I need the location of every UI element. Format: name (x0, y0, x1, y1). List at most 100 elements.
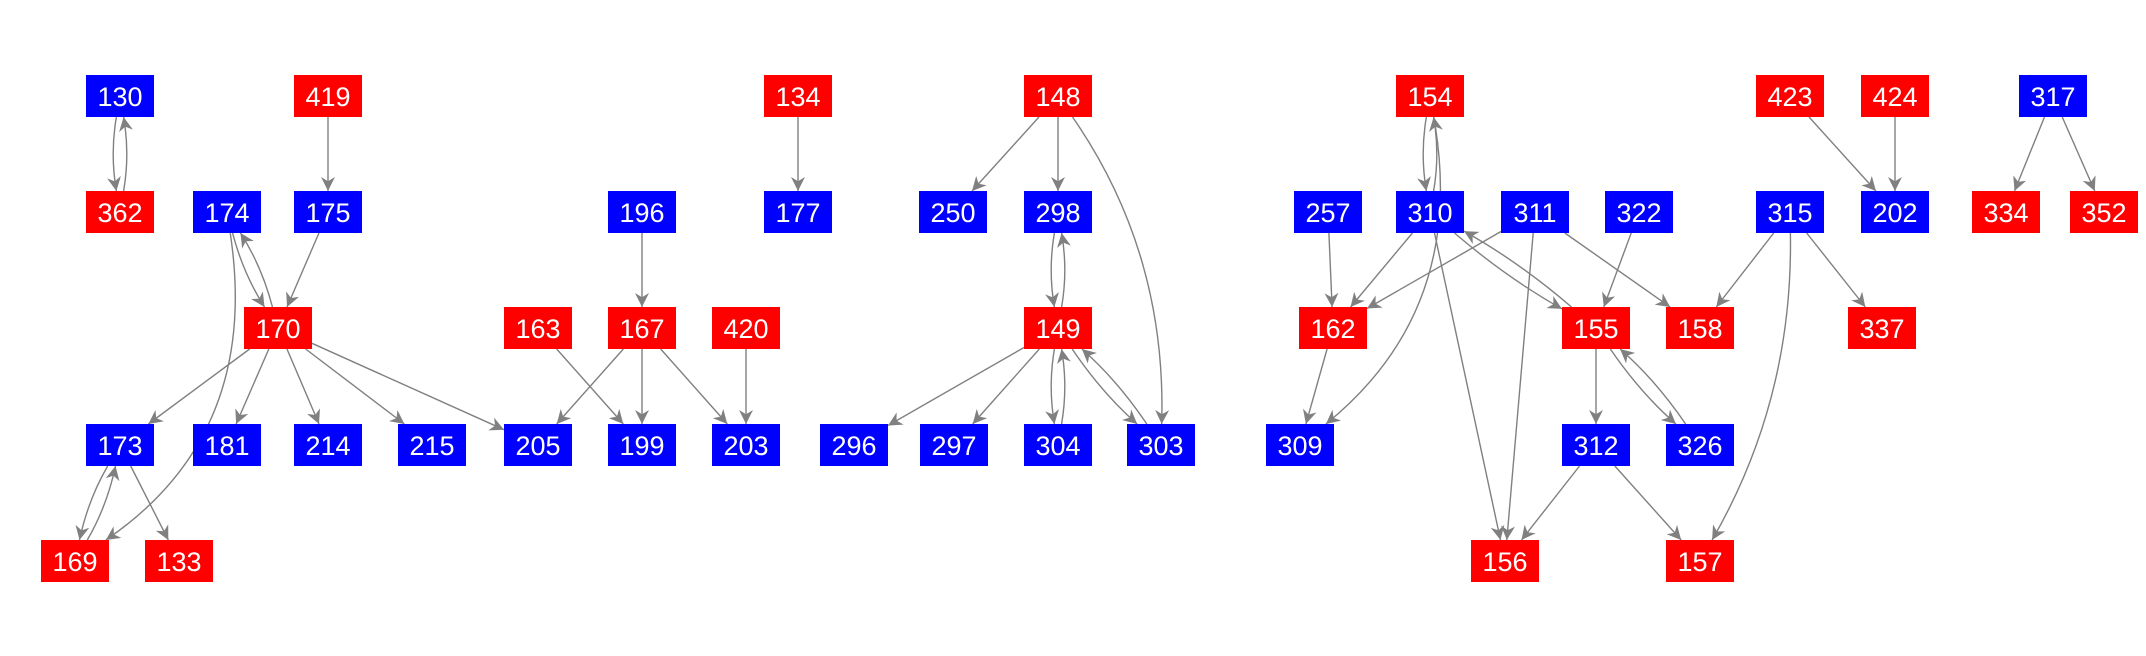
node-box (1861, 75, 1929, 117)
edge-362-to-130 (119, 116, 133, 192)
node-133[interactable]: 133 (145, 540, 213, 582)
node-box (608, 424, 676, 466)
node-173[interactable]: 173 (86, 424, 154, 466)
node-box (1666, 307, 1734, 349)
edge-170-to-215 (305, 348, 405, 425)
node-box (712, 424, 780, 466)
node-label: 310 (1407, 198, 1452, 228)
node-box (504, 424, 572, 466)
node-158[interactable]: 158 (1666, 307, 1734, 349)
node-424[interactable]: 424 (1861, 75, 1929, 117)
node-box (398, 424, 466, 466)
edge-311-to-162 (1366, 230, 1502, 310)
node-box (919, 191, 987, 233)
node-310[interactable]: 310 (1396, 191, 1464, 233)
node-317[interactable]: 317 (2019, 75, 2087, 117)
node-312[interactable]: 312 (1562, 424, 1630, 466)
node-label: 303 (1138, 431, 1183, 461)
node-311[interactable]: 311 (1501, 191, 1569, 233)
node-box (1396, 191, 1464, 233)
edge-149-to-298 (1057, 232, 1071, 308)
node-337[interactable]: 337 (1848, 307, 1916, 349)
node-162[interactable]: 162 (1299, 307, 1367, 349)
node-label: 315 (1767, 198, 1812, 228)
node-157[interactable]: 157 (1666, 540, 1734, 582)
node-label: 167 (619, 314, 664, 344)
edge-149-to-296 (887, 346, 1025, 427)
node-205[interactable]: 205 (504, 424, 572, 466)
node-163[interactable]: 163 (504, 307, 572, 349)
node-148[interactable]: 148 (1024, 75, 1092, 117)
node-130[interactable]: 130 (86, 75, 154, 117)
node-420[interactable]: 420 (712, 307, 780, 349)
node-296[interactable]: 296 (820, 424, 888, 466)
edge-149-to-297 (972, 348, 1040, 425)
node-362[interactable]: 362 (86, 191, 154, 233)
node-214[interactable]: 214 (294, 424, 362, 466)
edge-167-to-203 (660, 348, 728, 425)
node-169[interactable]: 169 (41, 540, 109, 582)
node-315[interactable]: 315 (1756, 191, 1824, 233)
node-297[interactable]: 297 (920, 424, 988, 466)
node-box (1294, 191, 1362, 233)
node-170[interactable]: 170 (244, 307, 312, 349)
nodes-layer: 130 362 419 174 175 170 173 181 214 215 205 169 133 1… (41, 75, 2138, 582)
edge-312-to-156 (1520, 465, 1581, 541)
node-326[interactable]: 326 (1666, 424, 1734, 466)
node-298[interactable]: 298 (1024, 191, 1092, 233)
node-label: 326 (1677, 431, 1722, 461)
node-box (1605, 191, 1673, 233)
node-label: 157 (1677, 547, 1722, 577)
node-177[interactable]: 177 (764, 191, 832, 233)
node-box (1972, 191, 2040, 233)
node-181[interactable]: 181 (193, 424, 261, 466)
node-154[interactable]: 154 (1396, 75, 1464, 117)
node-134[interactable]: 134 (764, 75, 832, 117)
node-303[interactable]: 303 (1127, 424, 1195, 466)
node-155[interactable]: 155 (1562, 307, 1630, 349)
node-257[interactable]: 257 (1294, 191, 1362, 233)
node-322[interactable]: 322 (1605, 191, 1673, 233)
node-215[interactable]: 215 (398, 424, 466, 466)
node-box (2019, 75, 2087, 117)
node-box (145, 540, 213, 582)
node-box (244, 307, 312, 349)
node-156[interactable]: 156 (1471, 540, 1539, 582)
edge-174-to-170 (231, 232, 266, 308)
node-box (820, 424, 888, 466)
node-423[interactable]: 423 (1756, 75, 1824, 117)
node-149[interactable]: 149 (1024, 307, 1092, 349)
edge-310-to-155 (1454, 232, 1563, 310)
node-175[interactable]: 175 (294, 191, 362, 233)
node-304[interactable]: 304 (1024, 424, 1092, 466)
node-label: 215 (409, 431, 454, 461)
node-label: 312 (1573, 431, 1618, 461)
node-label: 296 (831, 431, 876, 461)
edge-257-to-162 (1324, 232, 1339, 308)
node-250[interactable]: 250 (919, 191, 987, 233)
node-334[interactable]: 334 (1972, 191, 2040, 233)
node-box (1024, 75, 1092, 117)
node-label: 181 (204, 431, 249, 461)
node-174[interactable]: 174 (193, 191, 261, 233)
edge-315-to-157 (1711, 232, 1792, 541)
node-label: 304 (1035, 431, 1080, 461)
node-202[interactable]: 202 (1861, 191, 1929, 233)
node-label: 257 (1305, 198, 1350, 228)
node-box (2070, 191, 2138, 233)
node-203[interactable]: 203 (712, 424, 780, 466)
node-box (41, 540, 109, 582)
node-label: 175 (305, 198, 350, 228)
edge-170-to-205 (311, 342, 505, 431)
node-309[interactable]: 309 (1266, 424, 1334, 466)
node-196[interactable]: 196 (608, 191, 676, 233)
node-419[interactable]: 419 (294, 75, 362, 117)
node-199[interactable]: 199 (608, 424, 676, 466)
node-352[interactable]: 352 (2070, 191, 2138, 233)
node-box (1501, 191, 1569, 233)
node-167[interactable]: 167 (608, 307, 676, 349)
node-box (764, 75, 832, 117)
node-box (1666, 540, 1734, 582)
edge-167-to-205 (556, 348, 624, 425)
